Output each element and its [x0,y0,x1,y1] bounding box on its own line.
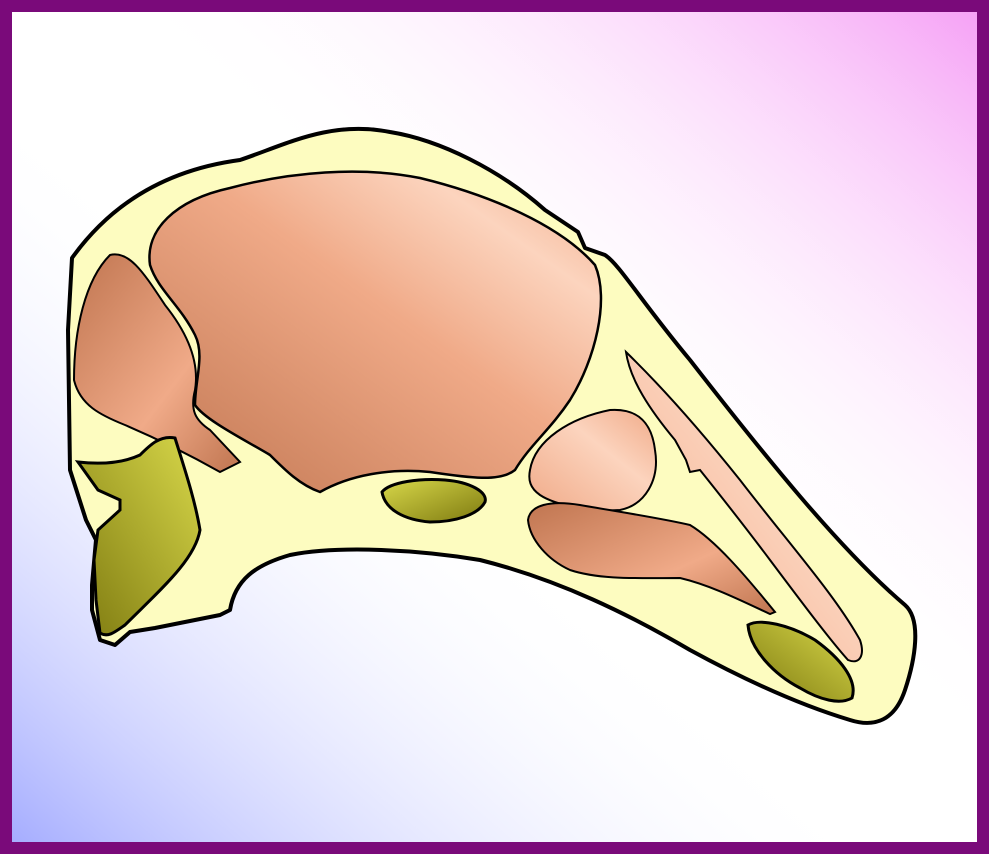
skull-cross-section-illustration [0,0,989,854]
illustration-frame [0,0,989,854]
